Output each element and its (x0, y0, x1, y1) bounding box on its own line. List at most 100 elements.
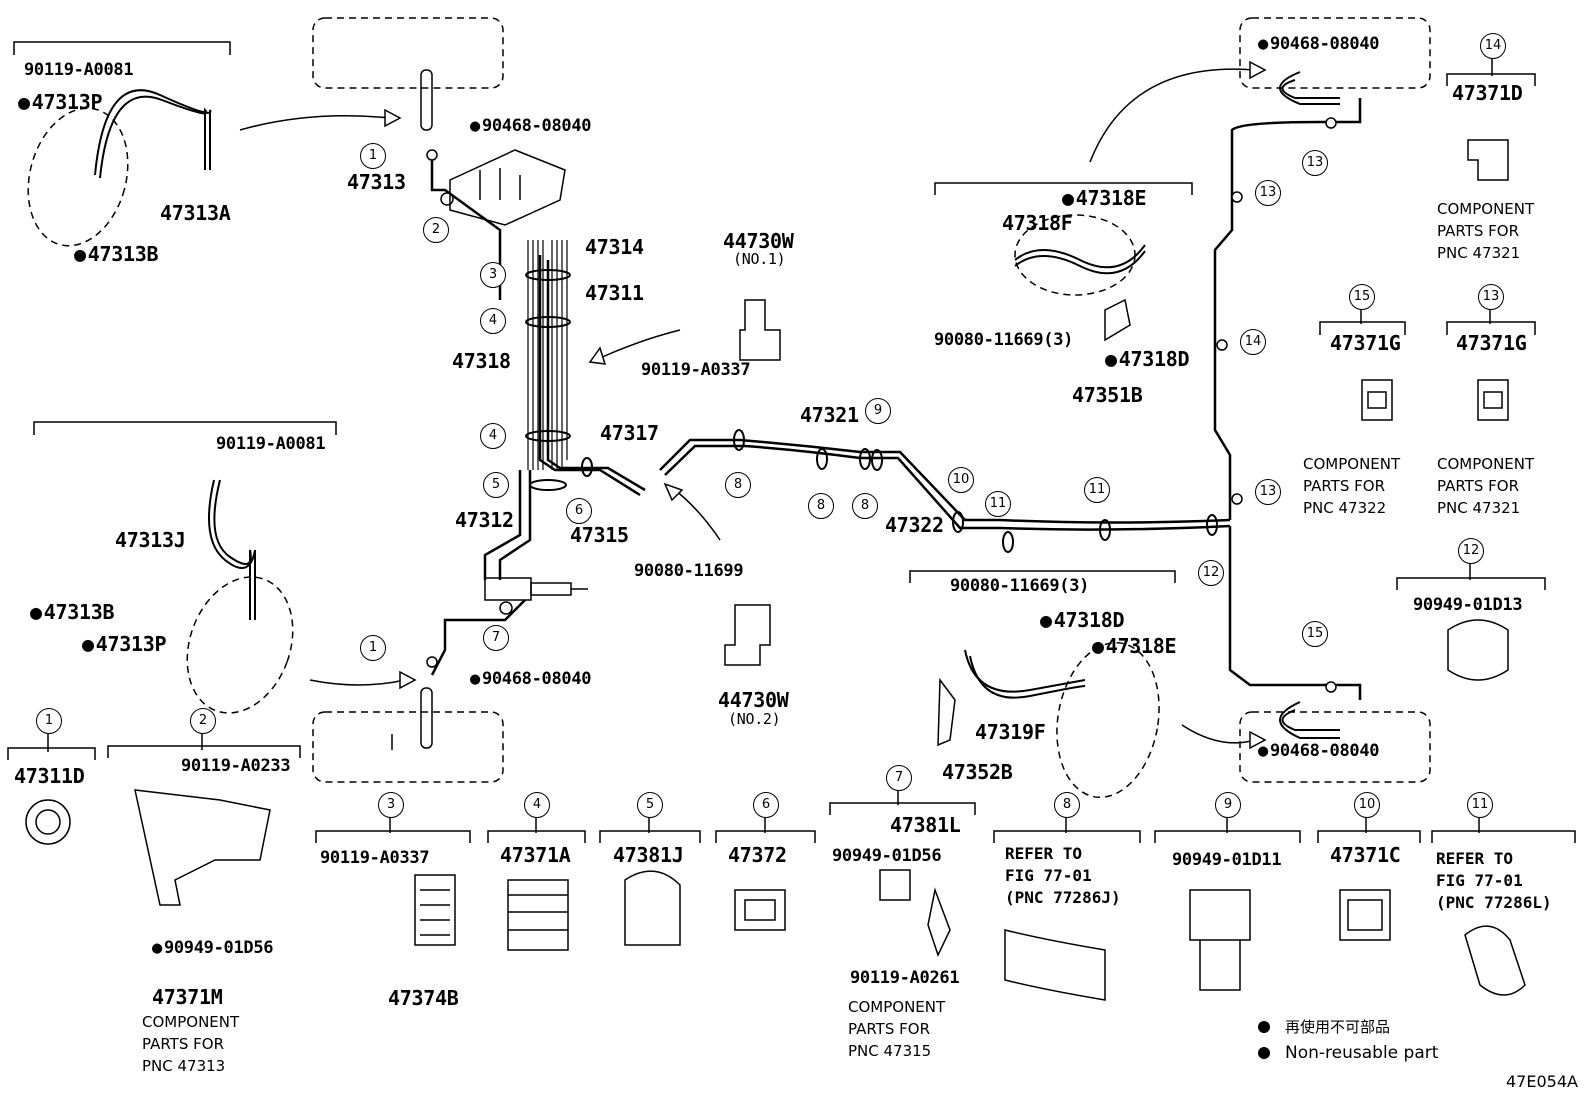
callout-7-main: 7 (483, 625, 509, 651)
callout-9-header: 9 (1215, 792, 1241, 818)
callout-12-main: 12 (1198, 560, 1224, 586)
label-47317: 47317 (600, 421, 659, 445)
callout-11-header: 11 (1467, 792, 1493, 818)
callout-4-main-b: 4 (480, 423, 506, 449)
label-47371A: 47371A (500, 843, 571, 867)
label-47318E-top: 47318E (1062, 188, 1147, 208)
label-no1: (NO.1) (733, 250, 786, 268)
label-47321: 47321 (800, 403, 859, 427)
callout-8-a: 8 (725, 472, 751, 498)
label-90949-01D13: 90949-01D13 (1413, 595, 1523, 615)
label-90468-08040-c: 90468-08040 (1258, 36, 1380, 53)
label-47311: 47311 (585, 281, 644, 305)
callout-12-header: 12 (1458, 538, 1484, 564)
upper-left-dashed-box (312, 17, 504, 89)
lower-left-dashed-box (312, 711, 504, 783)
label-47322: 47322 (885, 513, 944, 537)
label-47313A: 47313A (160, 201, 231, 225)
callout-14-header: 14 (1480, 33, 1506, 59)
callout-10-header: 10 (1354, 792, 1380, 818)
note-component-47322: COMPONENT PARTS FOR PNC 47322 (1303, 455, 1401, 517)
label-no2: (NO.2) (728, 710, 781, 728)
label-47314: 47314 (585, 235, 644, 259)
label-47374B: 47374B (388, 986, 459, 1010)
label-47372: 47372 (728, 843, 787, 867)
callout-2-upper: 2 (423, 217, 449, 243)
label-90119-A0081-top: 90119-A0081 (24, 60, 134, 80)
callout-1-upper: 1 (360, 143, 386, 169)
label-90119-A0233: 90119-A0233 (181, 756, 291, 776)
label-47371G-15: 47371G (1330, 331, 1401, 355)
label-47381L: 47381L (890, 813, 961, 837)
note-refer-pnc-77286l: REFER TO FIG 77-01 (PNC 77286L) (1436, 849, 1552, 912)
label-47318D-bot: 47318D (1040, 610, 1125, 630)
callout-14-main: 14 (1240, 329, 1266, 355)
note-component-47315: COMPONENT PARTS FOR PNC 47315 (848, 998, 946, 1060)
label-90080-11669-top: 90080-11669(3) (934, 330, 1074, 350)
label-47313P-mid: 47313P (82, 634, 167, 654)
label-47313B-top: 47313B (74, 244, 159, 264)
label-44730W-no1: 44730W (723, 229, 794, 253)
label-90119-A0337: 90119-A0337 (641, 360, 751, 380)
callout-10-main: 10 (948, 467, 974, 493)
callout-6-header: 6 (753, 792, 779, 818)
callout-8-c: 8 (852, 493, 878, 519)
label-90468-08040-b: 90468-08040 (470, 671, 592, 688)
callout-11-a: 11 (985, 491, 1011, 517)
label-47313J: 47313J (115, 528, 186, 552)
label-90119-A0081-mid: 90119-A0081 (216, 434, 326, 454)
figure-code: 47E054A (1506, 1072, 1578, 1091)
label-47313: 47313 (347, 170, 406, 194)
label-47313P-top: 47313P (18, 92, 103, 112)
label-47318F: 47318F (1002, 211, 1073, 235)
label-47371C: 47371C (1330, 843, 1401, 867)
callout-6-main: 6 (566, 498, 592, 524)
label-90080-11669-bot: 90080-11669(3) (950, 576, 1090, 596)
label-47313B-mid: 47313B (30, 602, 115, 622)
label-47371D: 47371D (1452, 81, 1523, 105)
callout-13-b: 13 (1302, 150, 1328, 176)
label-90949-01D11: 90949-01D11 (1172, 850, 1282, 870)
callout-2-header: 2 (190, 708, 216, 734)
label-47319F: 47319F (975, 720, 1046, 744)
callout-13-a: 13 (1255, 180, 1281, 206)
label-90080-11699: 90080-11699 (634, 561, 744, 581)
label-47312: 47312 (455, 508, 514, 532)
legend-non-reusable: Non-reusable part (1285, 1043, 1439, 1063)
label-47315: 47315 (570, 523, 629, 547)
label-47318: 47318 (452, 349, 511, 373)
callout-9-main: 9 (865, 398, 891, 424)
note-component-47321-a: COMPONENT PARTS FOR PNC 47321 (1437, 200, 1535, 262)
label-47371G-13: 47371G (1456, 331, 1527, 355)
label-47351B: 47351B (1072, 383, 1143, 407)
callout-4-main-a: 4 (480, 308, 506, 334)
label-90468-08040-d: 90468-08040 (1258, 743, 1380, 760)
callout-3-header: 3 (378, 792, 404, 818)
upper-right-dashed-box (1239, 17, 1431, 89)
note-component-47321-b: COMPONENT PARTS FOR PNC 47321 (1437, 455, 1535, 517)
callout-5-header: 5 (637, 792, 663, 818)
note-component-47313: COMPONENT PARTS FOR PNC 47313 (142, 1013, 240, 1075)
label-47311D: 47311D (14, 764, 85, 788)
callout-13-c: 13 (1255, 479, 1281, 505)
note-refer-pnc-77286j: REFER TO FIG 77-01 (PNC 77286J) (1005, 844, 1121, 907)
callout-8-header: 8 (1054, 792, 1080, 818)
callout-11-b: 11 (1084, 477, 1110, 503)
callout-3-main: 3 (480, 262, 506, 288)
callout-13-header: 13 (1478, 284, 1504, 310)
callout-4-header: 4 (524, 792, 550, 818)
callout-15-main: 15 (1302, 621, 1328, 647)
label-90468-08040-a: 90468-08040 (470, 118, 592, 135)
label-47318E-bot: 47318E (1092, 636, 1177, 656)
callout-5-main: 5 (483, 472, 509, 498)
label-90949-01D56-a: 90949-01D56 (152, 940, 274, 957)
callout-1-header: 1 (36, 708, 62, 734)
label-90119-A0337-b: 90119-A0337 (320, 848, 430, 868)
lower-right-dashed-box (1239, 711, 1431, 783)
callout-1-lower: 1 (360, 635, 386, 661)
bracket-top-left (13, 41, 231, 55)
label-44730W-no2: 44730W (718, 688, 789, 712)
label-47381J: 47381J (613, 843, 684, 867)
label-47318D-top: 47318D (1105, 349, 1190, 369)
